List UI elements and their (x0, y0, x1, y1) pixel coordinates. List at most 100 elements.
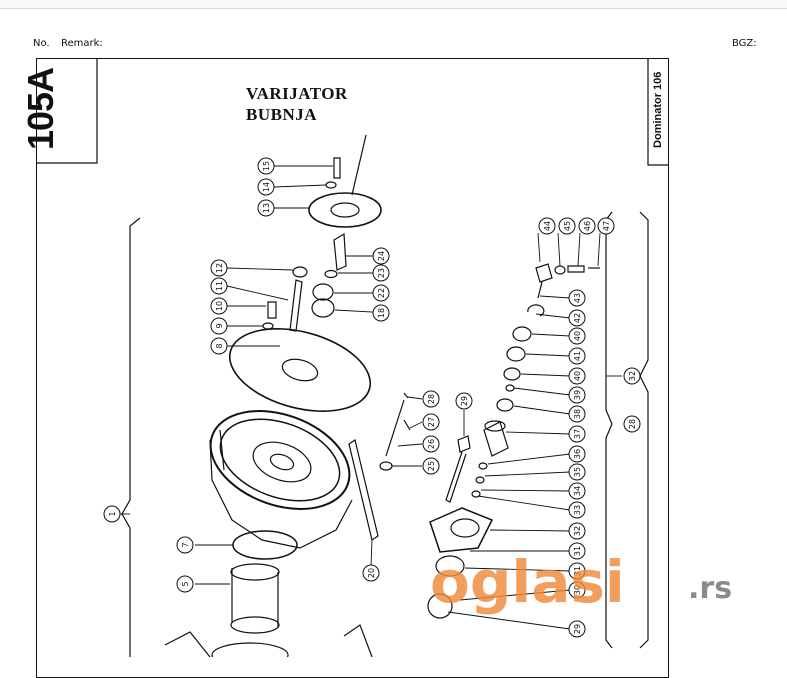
remark-label: Remark: (61, 38, 103, 49)
callout-36: 36 (568, 445, 586, 463)
svg-text:40: 40 (573, 371, 582, 381)
callout-44: 44 (538, 217, 556, 235)
callout-1: 1 (103, 505, 121, 523)
svg-text:46: 46 (583, 221, 592, 231)
svg-text:45: 45 (563, 221, 572, 231)
callout-7: 8 (210, 337, 228, 355)
callout-19: 22 (372, 284, 390, 302)
svg-text:10: 10 (215, 301, 224, 311)
svg-text:32: 32 (573, 526, 582, 536)
svg-text:13: 13 (262, 203, 271, 213)
callout-32: 32 (623, 367, 641, 385)
watermark-tld: .rs (688, 571, 732, 606)
callout-5: 5 (176, 575, 194, 593)
svg-text:34: 34 (573, 486, 582, 496)
svg-text:22: 22 (377, 288, 386, 298)
callout-12: 13 (257, 199, 275, 217)
svg-text:43: 43 (573, 293, 582, 303)
watermark-logo: oglasi .rs (430, 548, 732, 616)
svg-text:9: 9 (215, 323, 224, 328)
svg-text:27: 27 (427, 417, 436, 427)
svg-text:36: 36 (573, 449, 582, 459)
svg-text:42: 42 (573, 313, 582, 323)
top-bar (0, 0, 787, 9)
bracket-1 (121, 217, 141, 657)
callout-13: 14 (257, 178, 275, 196)
svg-text:38: 38 (573, 409, 582, 419)
svg-text:14: 14 (262, 182, 271, 192)
callout-46: 46 (578, 217, 596, 235)
code-box-border (37, 58, 98, 164)
callout-30a: 31 (568, 542, 586, 560)
callout-37: 37 (568, 425, 586, 443)
svg-text:25: 25 (427, 461, 436, 471)
no-label: No. (33, 38, 50, 49)
callout-15: 18 (372, 304, 390, 322)
callout-8: 9 (210, 317, 228, 335)
svg-text:26: 26 (427, 439, 436, 449)
svg-text:18: 18 (377, 308, 386, 318)
svg-text:1: 1 (108, 511, 117, 516)
svg-text:12: 12 (215, 263, 224, 273)
model-name: Dominator 106 (652, 71, 664, 148)
svg-text:32: 32 (628, 371, 637, 381)
callout-29: 30 (568, 581, 586, 599)
callout-39: 39 (568, 386, 586, 404)
callout-10: 11 (210, 277, 228, 295)
callout-24: 27 (422, 413, 440, 431)
callout-35: 35 (568, 463, 586, 481)
callout-28: 29 (568, 620, 586, 638)
callout-43: 43 (568, 289, 586, 307)
svg-text:28: 28 (628, 419, 637, 429)
svg-text:40: 40 (573, 331, 582, 341)
svg-text:11: 11 (215, 281, 224, 291)
exploded-parts-diagram: 15 14 13 24 23 22 18 12 11 10 9 8 28 27 … (37, 58, 669, 657)
svg-text:8: 8 (215, 343, 224, 348)
svg-text:37: 37 (573, 429, 582, 439)
svg-text:23: 23 (377, 268, 386, 278)
svg-text:33: 33 (573, 505, 582, 515)
callout-34: 34 (568, 482, 586, 500)
callout-20: 23 (372, 264, 390, 282)
callout-25: 28 (422, 390, 440, 408)
svg-text:24: 24 (377, 251, 386, 261)
callout-9: 10 (210, 297, 228, 315)
callout-14: 15 (257, 157, 275, 175)
svg-text:29: 29 (460, 396, 469, 406)
callout-40b: 40 (568, 367, 586, 385)
svg-text:5: 5 (181, 581, 190, 586)
svg-text:41: 41 (573, 351, 582, 361)
callout-41: 41 (568, 347, 586, 365)
callout-23: 26 (422, 435, 440, 453)
svg-text:31: 31 (573, 546, 582, 556)
callout-18: 20 (362, 564, 380, 582)
callout-22: 25 (422, 457, 440, 475)
watermark-brand: oglasi (430, 548, 625, 616)
callout-42: 42 (568, 309, 586, 327)
svg-text:20: 20 (367, 568, 376, 578)
svg-text:39: 39 (573, 390, 582, 400)
sheet-code: 105A (20, 67, 61, 150)
model-box-border (647, 58, 669, 166)
title-line-2: BUBNJA (246, 105, 318, 124)
callout-47: 47 (597, 217, 615, 235)
svg-text:47: 47 (602, 221, 611, 231)
callout-31: 32 (568, 522, 586, 540)
svg-text:35: 35 (573, 467, 582, 477)
callout-45: 45 (558, 217, 576, 235)
callout-30b: 31 (568, 562, 586, 580)
svg-text:31: 31 (573, 566, 582, 576)
callout-11: 12 (210, 259, 228, 277)
svg-text:44: 44 (543, 221, 552, 231)
callout-6: 7 (176, 536, 194, 554)
callout-40a: 40 (568, 327, 586, 345)
callout-33: 33 (568, 501, 586, 519)
bgz-label: BGZ: (732, 38, 757, 49)
svg-text:28: 28 (427, 394, 436, 404)
svg-text:15: 15 (262, 161, 271, 171)
title-line-1: VARIJATOR (246, 84, 348, 103)
callout-26: 29 (455, 392, 473, 410)
callout-38: 38 (568, 405, 586, 423)
svg-text:30: 30 (573, 585, 582, 595)
callout-21: 24 (372, 247, 390, 265)
